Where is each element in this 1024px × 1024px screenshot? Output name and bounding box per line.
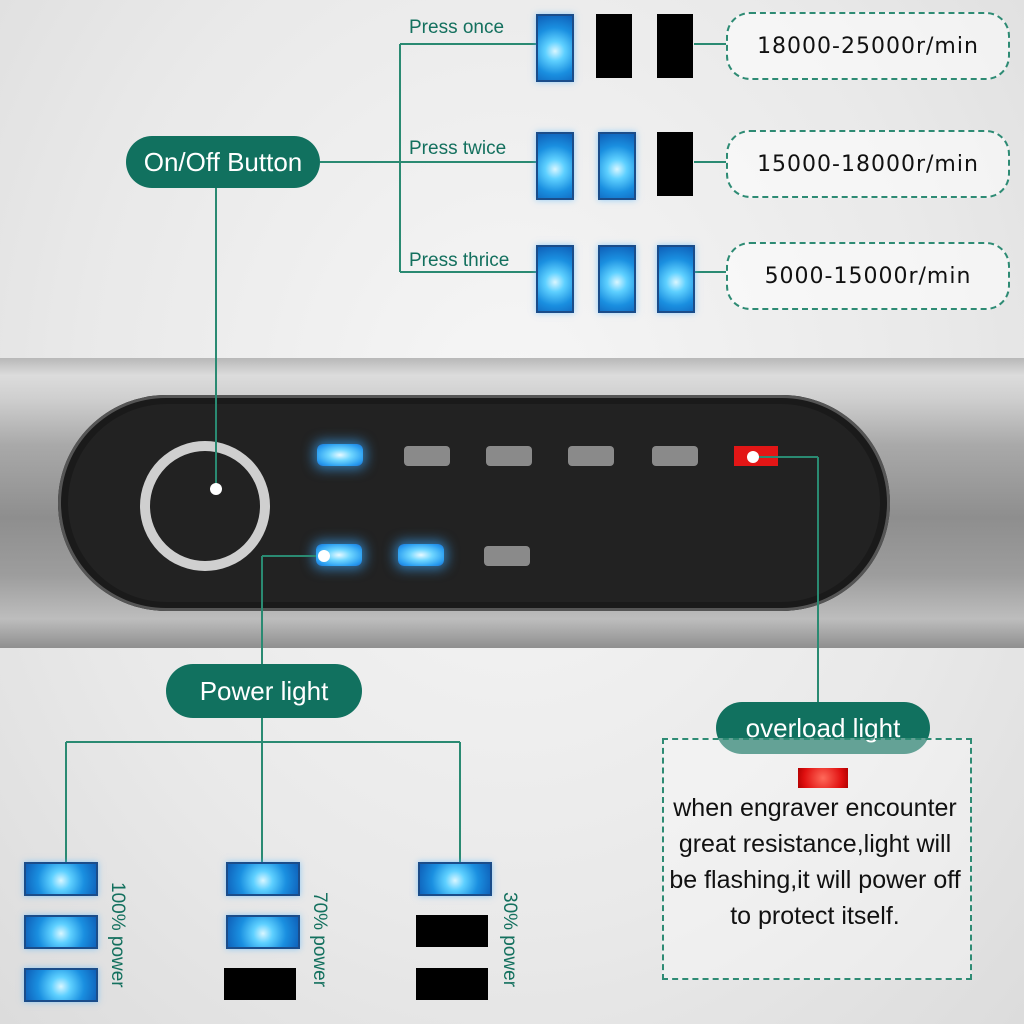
power-marker-dot xyxy=(318,550,330,562)
power-indicator-off xyxy=(416,968,488,1000)
press-twice-label: Press twice xyxy=(409,138,507,159)
overload-description: when engraver encounter great resistance… xyxy=(669,794,961,930)
power-led-3 xyxy=(484,546,530,566)
overload-marker-dot xyxy=(747,451,759,463)
power-indicator-off xyxy=(416,915,488,947)
speed-indicator-off xyxy=(657,132,693,196)
overload-indicator-icon xyxy=(798,768,848,788)
speed-indicator-lit xyxy=(598,245,636,313)
power-button[interactable] xyxy=(140,441,270,571)
speed-indicator-lit xyxy=(536,14,574,82)
speed-range-2: 15000-18000r/min xyxy=(726,130,1010,198)
power-indicator-lit xyxy=(24,915,98,949)
power-led-2 xyxy=(398,544,444,566)
speed-indicator-off xyxy=(657,14,693,78)
power-indicator-off xyxy=(224,968,296,1000)
speed-led-3 xyxy=(486,446,532,466)
speed-indicator-off xyxy=(596,14,632,78)
on-off-button-label: On/Off Button xyxy=(126,136,320,188)
press-thrice-label: Press thrice xyxy=(409,250,510,271)
speed-led-5 xyxy=(652,446,698,466)
overload-light-label: overload light xyxy=(716,702,930,754)
press-once-label: Press once xyxy=(409,17,505,38)
speed-indicator-lit xyxy=(598,132,636,200)
power-indicator-lit xyxy=(418,862,492,896)
speed-range-3: 5000-15000r/min xyxy=(726,242,1010,310)
button-marker-dot xyxy=(210,483,222,495)
power-indicator-lit xyxy=(226,915,300,949)
speed-indicator-lit xyxy=(657,245,695,313)
power-indicator-lit xyxy=(226,862,300,896)
speed-indicator-lit xyxy=(536,245,574,313)
power-100-label: 100% power xyxy=(107,882,128,988)
speed-led-2 xyxy=(404,446,450,466)
speed-led-1 xyxy=(317,444,363,466)
power-indicator-lit xyxy=(24,968,98,1002)
power-light-label: Power light xyxy=(166,664,362,718)
speed-indicator-lit xyxy=(536,132,574,200)
power-30-label: 30% power xyxy=(499,892,520,988)
power-indicator-lit xyxy=(24,862,98,896)
speed-range-1: 18000-25000r/min xyxy=(726,12,1010,80)
power-70-label: 70% power xyxy=(309,892,330,988)
speed-led-4 xyxy=(568,446,614,466)
